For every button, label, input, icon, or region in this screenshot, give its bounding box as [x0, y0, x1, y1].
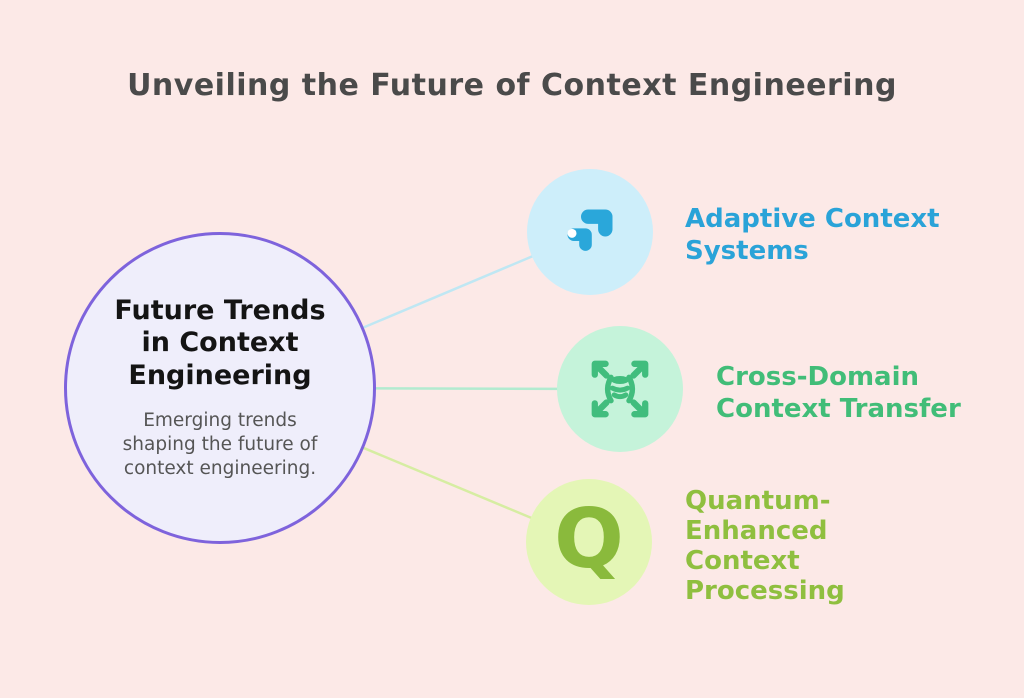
adaptive-shapes-icon: [567, 209, 613, 251]
node-label-cross-domain: Cross-Domain Context Transfer: [716, 362, 961, 425]
node-circle-adaptive: [527, 169, 653, 295]
page-title: Unveiling the Future of Context Engineer…: [127, 68, 897, 103]
center-node-description: Emerging trends shaping the future of co…: [122, 410, 318, 480]
node-circle-quantum: Q: [526, 479, 652, 605]
node-label-adaptive: Adaptive Context Systems: [685, 204, 940, 267]
center-node-heading: Future Trends in Context Engineering: [114, 294, 326, 392]
expand-arrows-database-icon: [591, 360, 649, 418]
node-circle-cross-domain: [557, 326, 683, 452]
letter-q-icon: Q: [554, 492, 624, 587]
center-node: Future Trends in Context Engineering Eme…: [64, 232, 376, 544]
node-label-quantum: Quantum-Enhanced Context Processing: [685, 486, 845, 607]
